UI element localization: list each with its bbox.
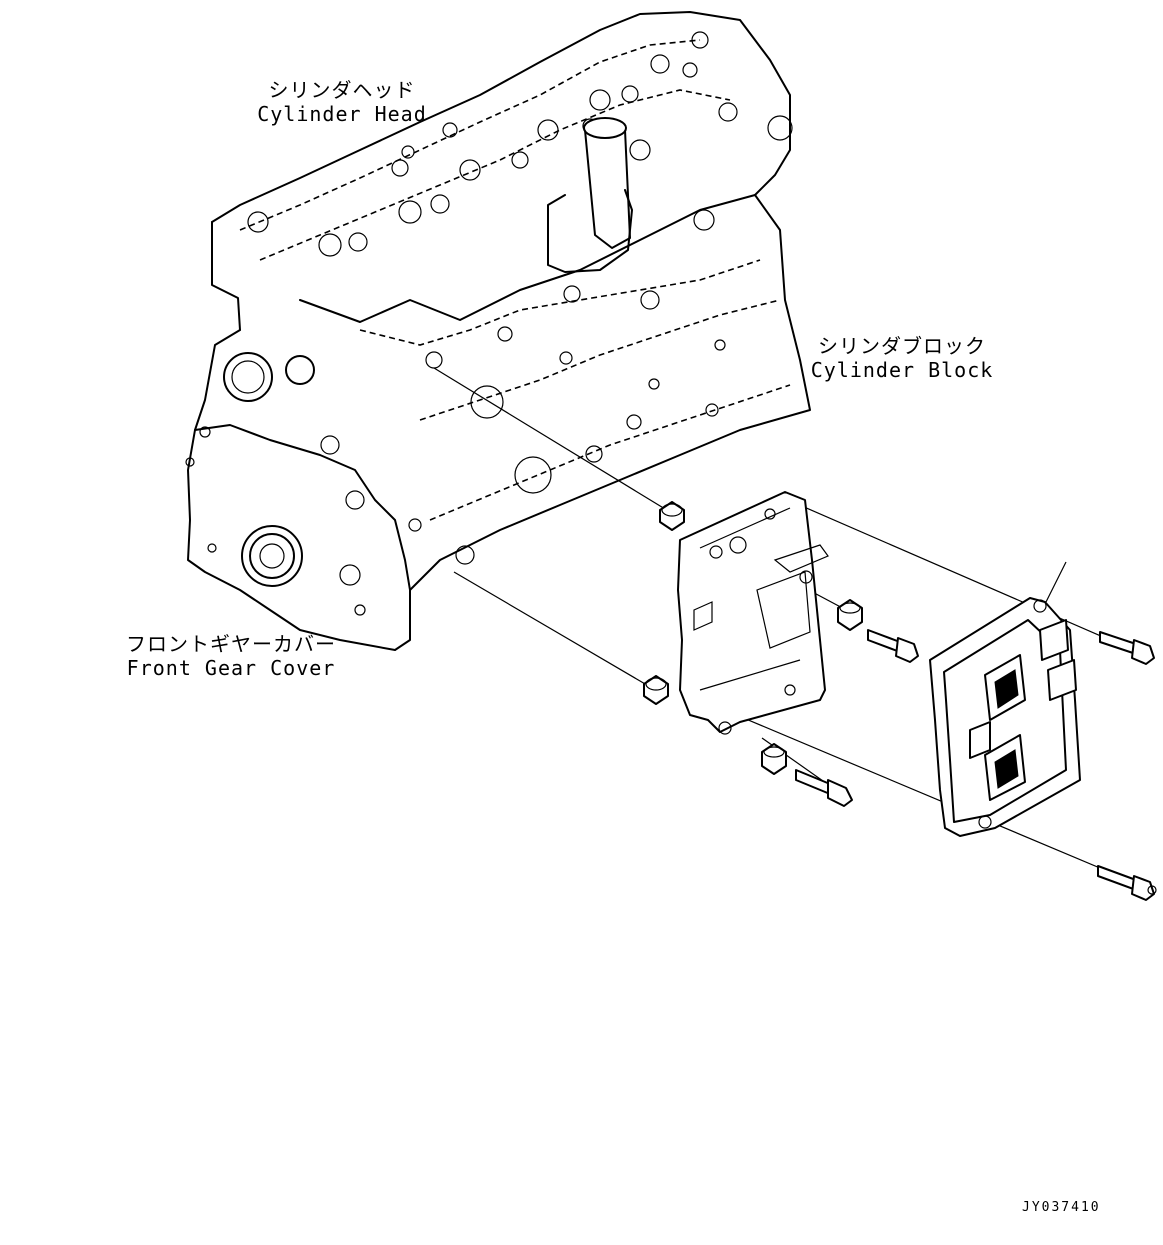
- cylinder-head-outline: [211, 11, 791, 223]
- front-gear-cover-label-en: Front Gear Cover: [126, 656, 336, 680]
- front-gear-cover-label-jp: フロントギヤーカバー: [126, 632, 336, 656]
- cylinder-head-label-jp: シリンダヘッド: [268, 78, 416, 102]
- engine-assembly: [185, 11, 811, 651]
- cylinder-head-label-en: Cylinder Head: [257, 102, 427, 126]
- head-port-holes: [247, 31, 793, 257]
- grommet-lower: [761, 743, 787, 775]
- grommet-upper: [837, 599, 863, 631]
- cylinder-head-label: シリンダヘッド Cylinder Head: [252, 80, 432, 124]
- drawing-number: JY037410: [1022, 1200, 1101, 1215]
- filler-pipe: [547, 117, 633, 303]
- block-bosses: [185, 290, 726, 616]
- front-gear-cover-outline: [194, 424, 411, 591]
- spacer-lower: [643, 675, 669, 705]
- bolt-controller-upper: [1099, 631, 1155, 665]
- cylinder-block-label: シリンダブロック Cylinder Block: [808, 336, 996, 380]
- mounting-bracket: [677, 491, 829, 735]
- cylinder-block-outline: [394, 194, 811, 651]
- cylinder-block-label-jp: シリンダブロック: [818, 334, 986, 358]
- spacer-upper: [659, 501, 685, 531]
- bolt-bracket-upper: [867, 629, 919, 663]
- front-gear-cover-label: フロントギヤーカバー Front Gear Cover: [126, 634, 336, 678]
- bolt-controller-lower: [1097, 865, 1157, 901]
- engine-controller: [929, 597, 1081, 837]
- cylinder-block-label-en: Cylinder Block: [810, 358, 994, 382]
- bolt-bracket-lower: [795, 769, 853, 807]
